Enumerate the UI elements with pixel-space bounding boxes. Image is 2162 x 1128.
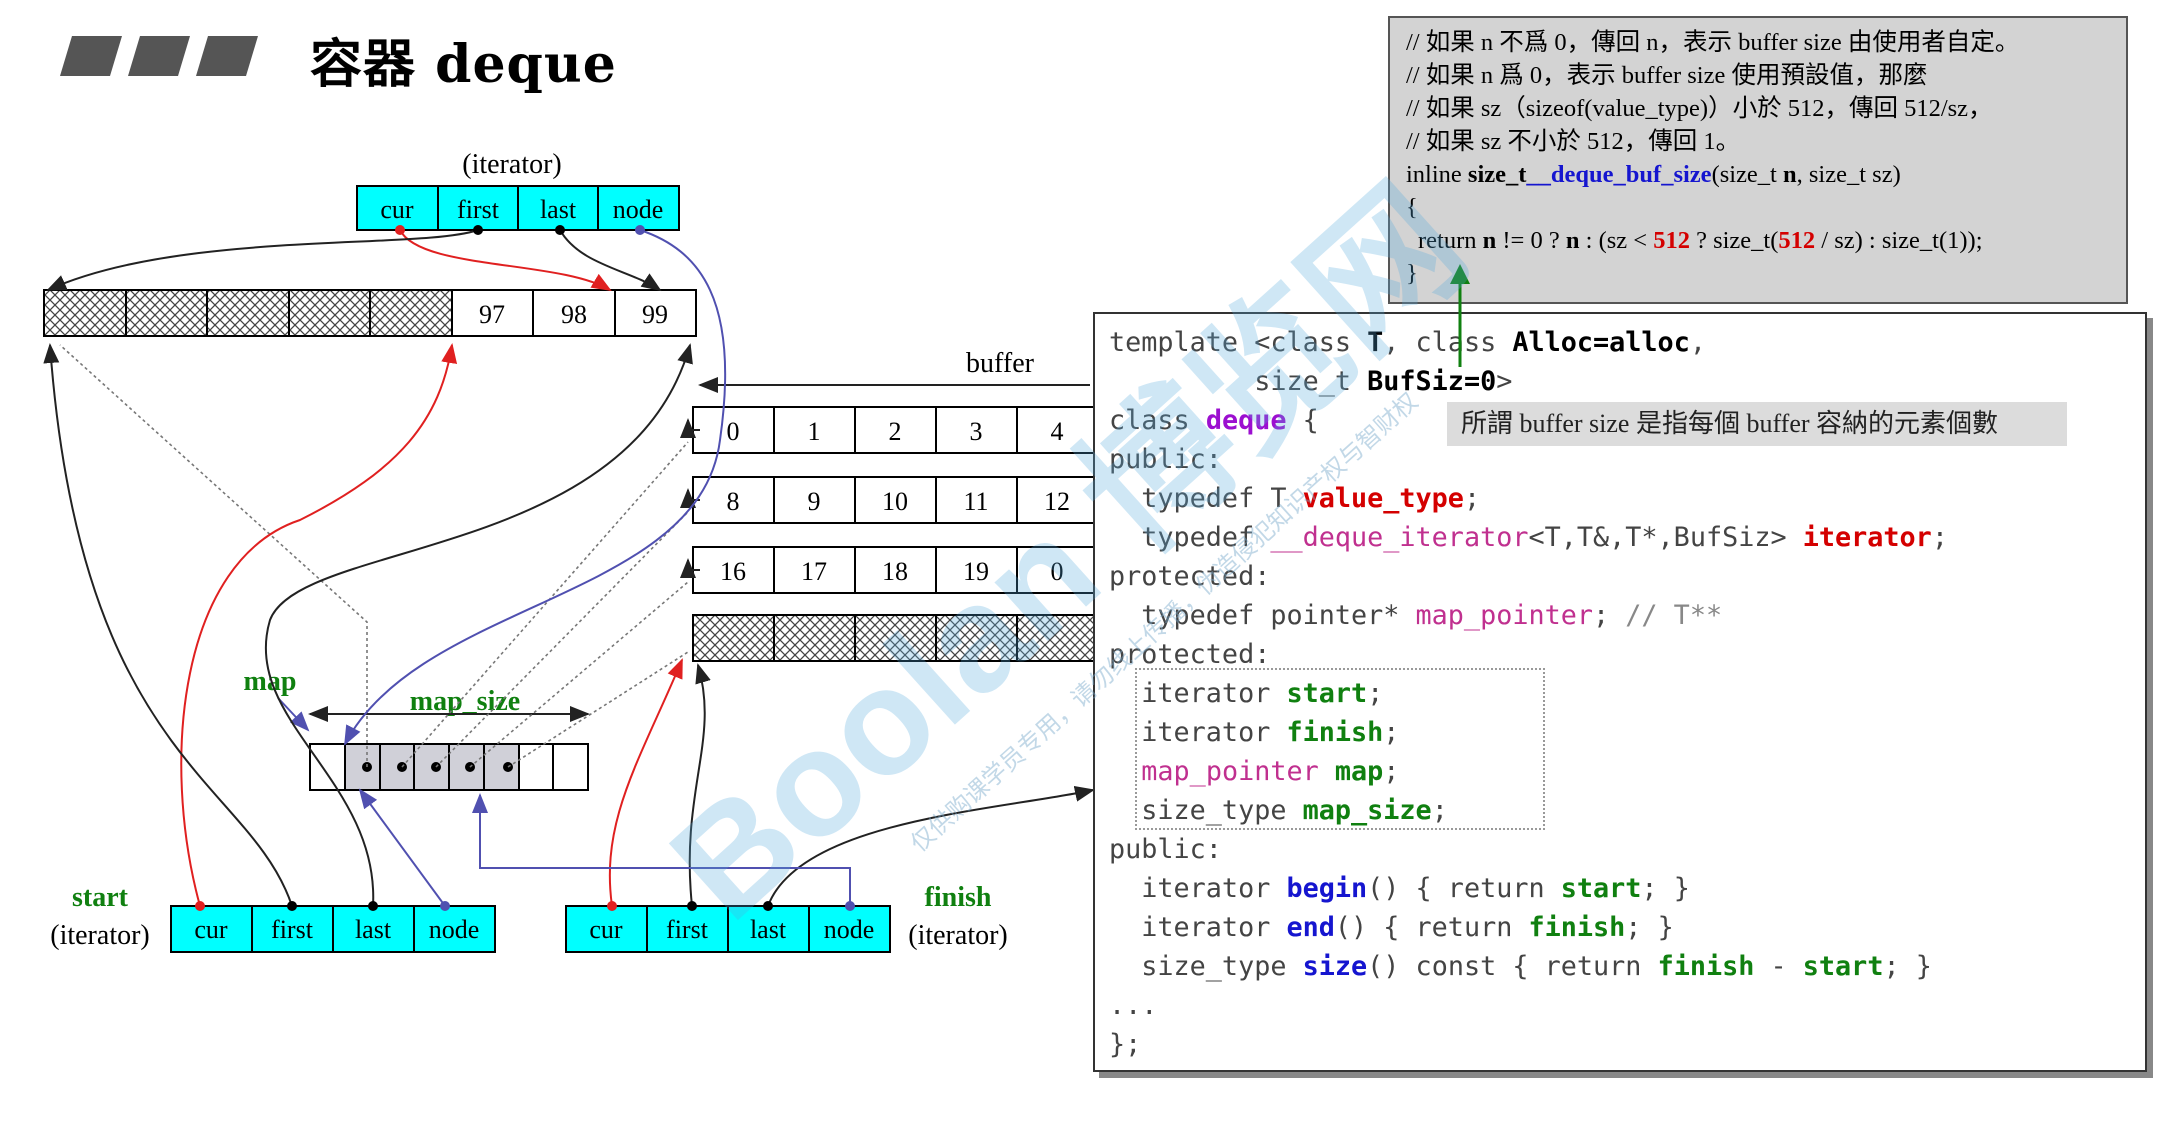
code-line: iterator begin() { return start; } — [1109, 873, 1690, 904]
buffer-0: 97 98 99 — [43, 289, 697, 337]
buffer-3: 16 17 18 19 0 — [692, 546, 1099, 594]
start-label: start — [72, 882, 129, 913]
code-token: size_t — [1467, 161, 1527, 188]
finish-iter-last: last — [750, 915, 787, 944]
code-token: ? size_t( — [1689, 227, 1779, 254]
code-line: public: — [1109, 444, 1222, 475]
code-token: inline — [1406, 161, 1468, 188]
buf1-cell: 1 — [808, 417, 821, 446]
map-array — [309, 743, 589, 791]
buf3-cell: 17 — [801, 557, 827, 586]
buf0-cell-98: 98 — [561, 300, 587, 329]
finish-iterator-label: (iterator) — [908, 920, 1008, 951]
bufsiz-link-arrow — [1450, 264, 1470, 367]
code-line: iterator start; — [1109, 678, 1384, 709]
comment-line: // 如果 n 不爲 0，傳回 n，表示 buffer size 由使用者自定。 — [1406, 29, 2020, 56]
code-token: n — [1565, 227, 1580, 254]
map-size-label: map_size — [410, 686, 520, 717]
buffer-4 — [692, 614, 1099, 662]
code-token: : (sz < — [1579, 227, 1654, 254]
code-line: size_type map_size; — [1109, 795, 1448, 826]
buffer-size-note: 所謂 buffer size 是指每個 buffer 容納的元素個數 — [1447, 402, 2067, 446]
close-brace: } — [1406, 260, 1418, 287]
top-iter-node: node — [613, 195, 664, 224]
members-highlight-frame — [1135, 668, 1545, 830]
buf1-cell: 4 — [1051, 417, 1064, 446]
code-token: , size_t sz) — [1796, 161, 1901, 188]
finish-iter-node: node — [824, 915, 875, 944]
code-token: n — [1482, 227, 1497, 254]
comment-line: // 如果 n 爲 0，表示 buffer size 使用預設值，那麼 — [1406, 62, 1928, 89]
code-token: / sz) : size_t(1)); — [1815, 227, 1983, 254]
code-token: 512 — [1653, 227, 1690, 254]
buf-size-function-box: // 如果 n 不爲 0，傳回 n，表示 buffer size 由使用者自定。… — [1388, 16, 2128, 304]
start-iter-cur: cur — [194, 915, 228, 944]
code-token: (size_t — [1711, 161, 1783, 188]
buf2-cell: 11 — [963, 487, 988, 516]
buf3-cell: 18 — [882, 557, 908, 586]
buf2-cell: 9 — [808, 487, 821, 516]
buf3-cell: 16 — [720, 557, 746, 586]
comment-line: // 如果 sz 不小於 512，傳回 1。 — [1406, 128, 1741, 155]
buffer-2: 8 9 10 11 12 — [692, 476, 1099, 524]
comment-line: // 如果 sz（sizeof(value_type)）小於 512，傳回 51… — [1406, 95, 1993, 122]
code-token: != 0 ? — [1496, 227, 1566, 254]
code-token: n — [1783, 161, 1797, 188]
buf1-cell: 3 — [970, 417, 983, 446]
function-signature: inline size_t__deque_buf_size(size_t n, … — [1406, 158, 2110, 191]
top-iterator: cur first last node — [356, 185, 680, 231]
code-line: iterator finish; — [1109, 717, 1400, 748]
buf2-cell: 10 — [882, 487, 908, 516]
code-line: public: — [1109, 834, 1222, 865]
finish-label: finish — [925, 882, 992, 913]
code-line: protected: — [1109, 639, 1271, 670]
return-statement: return n != 0 ? n : (sz < 512 ? size_t(5… — [1406, 224, 2110, 257]
top-iter-cur: cur — [380, 195, 414, 224]
top-iter-last: last — [540, 195, 577, 224]
buffer-1: 0 1 2 3 4 — [692, 406, 1099, 454]
buf1-cell: 0 — [727, 417, 740, 446]
buf0-cell-99: 99 — [642, 300, 668, 329]
start-iterator-label: (iterator) — [50, 920, 150, 951]
start-iterator: cur first last node — [170, 905, 496, 953]
buf0-cell-97: 97 — [479, 300, 505, 329]
code-line: typedef T value_type; — [1109, 483, 1481, 514]
buf3-cell: 0 — [1051, 557, 1064, 586]
code-line: iterator end() { return finish; } — [1109, 912, 1674, 943]
start-iter-node: node — [429, 915, 480, 944]
start-iter-last: last — [355, 915, 392, 944]
title-decoration-bars — [60, 36, 258, 76]
code-line: size_type size() const { return finish -… — [1109, 951, 1932, 982]
code-line: class deque { — [1109, 405, 1319, 436]
code-line: typedef pointer* map_pointer; // T** — [1109, 600, 1723, 631]
buf2-cell: 8 — [727, 487, 740, 516]
code-line: }; — [1109, 1029, 1142, 1060]
buffer-label: buffer — [966, 348, 1035, 379]
code-token: return — [1418, 227, 1483, 254]
top-iter-first: first — [457, 195, 500, 224]
slide-title: 容器 deque — [310, 34, 617, 95]
code-line: map_pointer map; — [1141, 756, 1400, 787]
code-line: typedef __deque_iterator<T,T&,T*,BufSiz>… — [1109, 522, 1948, 553]
code-token: __deque_buf_size — [1526, 161, 1712, 188]
code-token: 512 — [1778, 227, 1816, 254]
buf1-cell: 2 — [889, 417, 902, 446]
buf2-cell: 12 — [1044, 487, 1070, 516]
finish-iter-cur: cur — [589, 915, 623, 944]
top-iterator-label: (iterator) — [462, 149, 562, 180]
code-line: protected: — [1109, 561, 1271, 592]
open-brace: { — [1406, 194, 1418, 221]
map-label: map — [244, 666, 297, 697]
code-line: ... — [1109, 990, 1158, 1021]
start-iter-first: first — [271, 915, 314, 944]
deque-class-code: template <class T, class Alloc=alloc, si… — [1093, 312, 2147, 1072]
finish-iterator: cur first last node — [565, 905, 891, 953]
code-line: template <class T, class Alloc=alloc, — [1109, 327, 1706, 358]
finish-iter-first: first — [666, 915, 709, 944]
code-line: size_t BufSiz=0> — [1109, 366, 1513, 397]
buf3-cell: 19 — [963, 557, 989, 586]
